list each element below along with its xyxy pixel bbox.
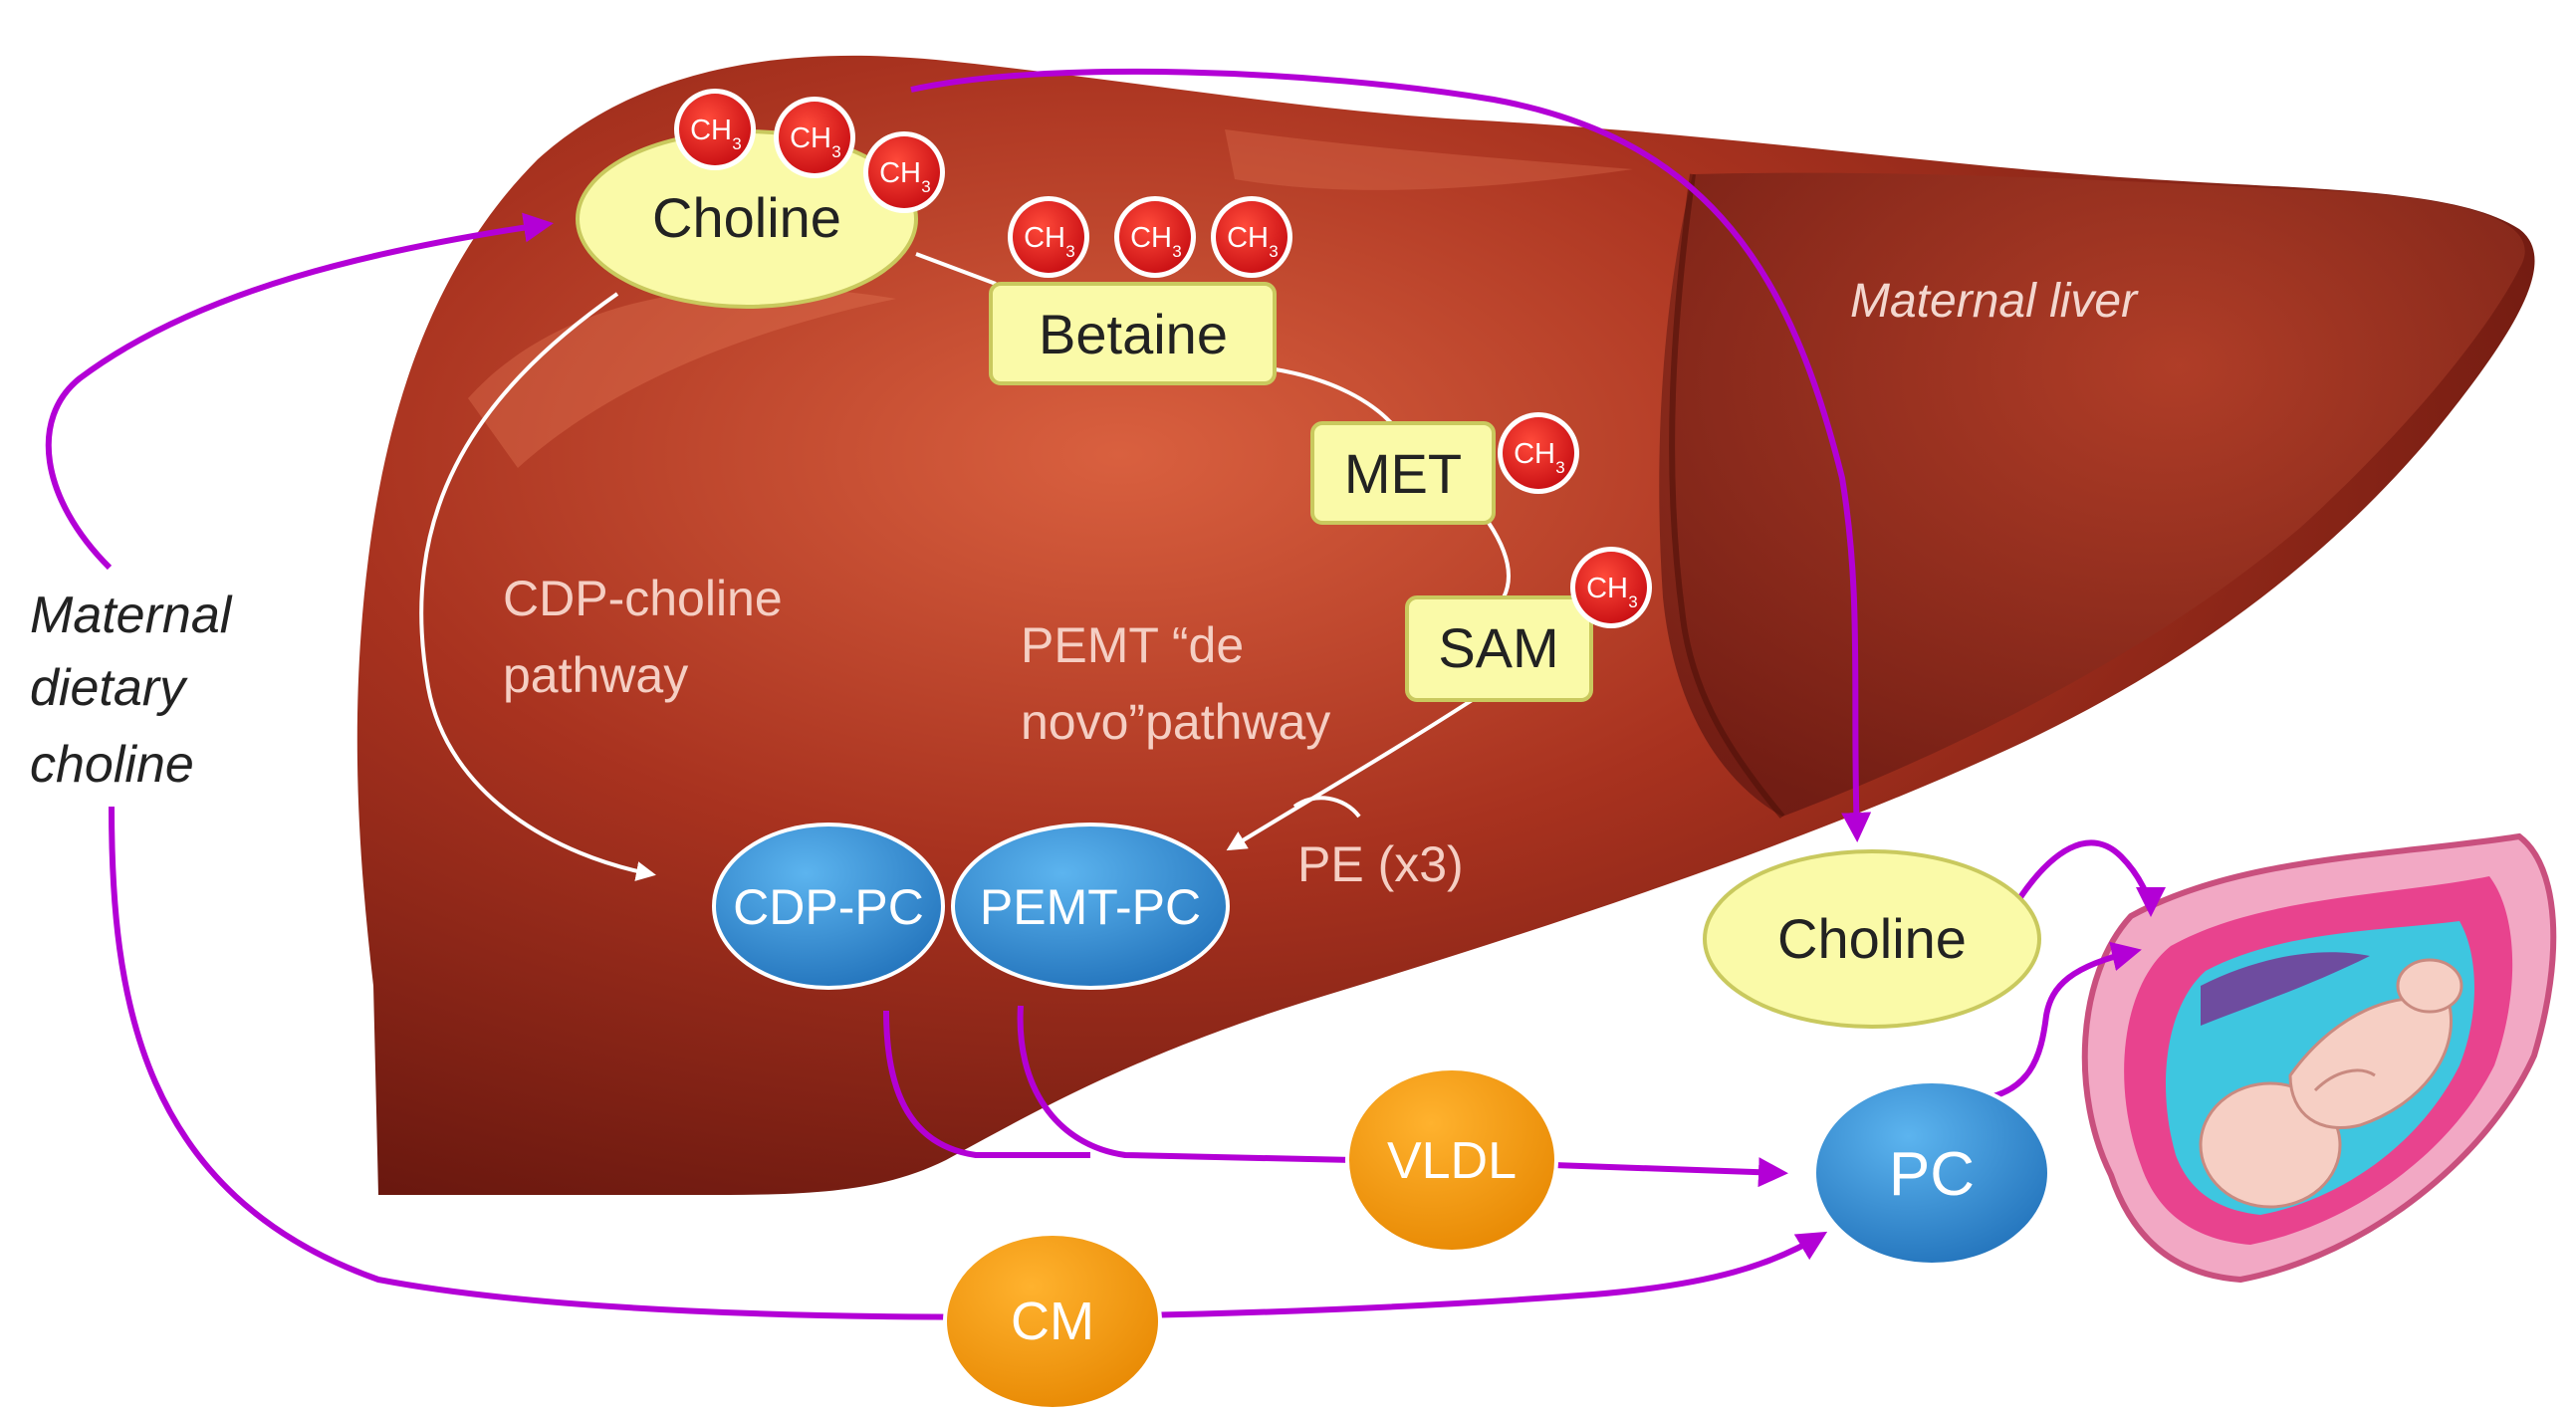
methyl-group-icon	[1498, 412, 1579, 494]
sam-label: SAM	[1438, 616, 1558, 679]
pemt-pathway-line-2: novo”pathway	[1021, 694, 1330, 750]
betaine-node: Betaine	[989, 282, 1277, 385]
vldl-node: VLDL	[1345, 1066, 1558, 1254]
cdp-choline-pathway-line-2: pathway	[503, 647, 688, 703]
met-node: MET	[1310, 421, 1496, 525]
methyl-group-icon	[1008, 196, 1089, 278]
maternal-dietary-choline-line-1: Maternal	[30, 587, 233, 644]
sam-node: SAM	[1405, 595, 1593, 702]
choline-plasma-label: Choline	[1777, 907, 1967, 970]
pemt-pc-node: PEMT-PC	[951, 823, 1230, 990]
met-label: MET	[1344, 442, 1462, 505]
methyl-group-icon	[774, 97, 855, 178]
cdp-choline-pathway-label: CDP-choline pathway	[503, 571, 783, 703]
cdp-choline-pathway-line-1: CDP-choline	[503, 571, 783, 626]
maternal-dietary-choline-line-3: choline	[30, 736, 194, 794]
cdp-pc-label: CDP-PC	[733, 879, 924, 935]
choline-liver-label: Choline	[652, 186, 841, 249]
fetus-in-uterus-illustration	[2081, 832, 2557, 1284]
methyl-group-icon	[863, 131, 945, 213]
betaine-label: Betaine	[1039, 303, 1228, 365]
choline-plasma-node: Choline	[1703, 849, 2041, 1029]
cm-node: CM	[943, 1232, 1162, 1411]
methyl-group-icon	[674, 89, 756, 170]
pemt-pathway-label: PEMT “de novo”pathway	[1021, 617, 1330, 750]
pemt-pc-label: PEMT-PC	[980, 879, 1201, 935]
maternal-dietary-choline-label: Maternal dietary choline	[30, 587, 233, 794]
transport-arrows	[45, 68, 2166, 1320]
pc-node: PC	[1812, 1079, 2051, 1267]
methyl-group-icon	[1114, 196, 1196, 278]
pe-x3-label: PE (x3)	[1297, 836, 1464, 892]
methyl-group-icon	[1211, 196, 1292, 278]
pemt-pathway-line-1: PEMT “de	[1021, 617, 1244, 673]
cm-label: CM	[1011, 1292, 1094, 1351]
maternal-dietary-choline-line-2: dietary	[30, 659, 188, 717]
cdp-pc-node: CDP-PC	[712, 823, 945, 990]
maternal-liver-label: Maternal liver	[1850, 275, 2139, 328]
choline-liver-node: Choline	[576, 129, 918, 309]
pc-label: PC	[1889, 1140, 1975, 1209]
methyl-group-icon	[1570, 547, 1652, 628]
vldl-label: VLDL	[1387, 1132, 1517, 1190]
liver-pathway-arrows	[419, 252, 1511, 881]
